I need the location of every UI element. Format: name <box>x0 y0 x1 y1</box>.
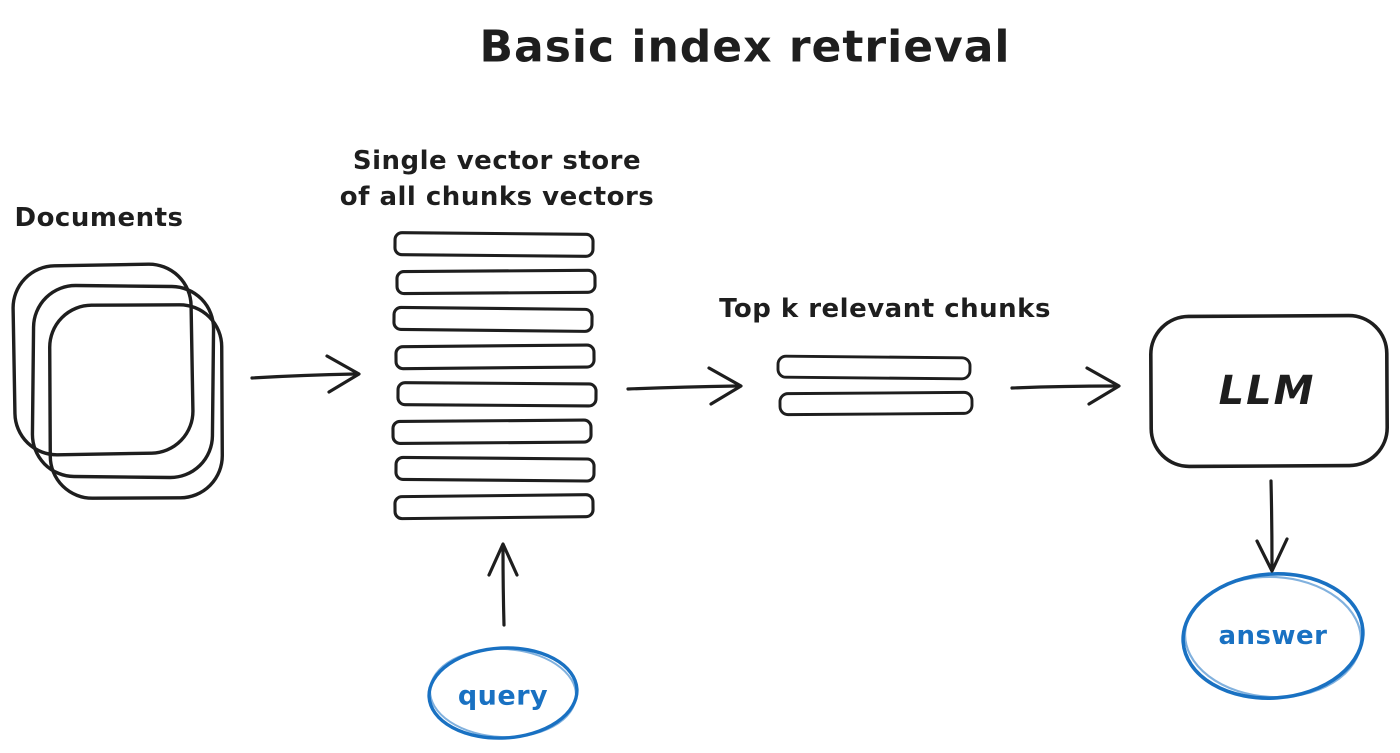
vector-row-icon <box>392 305 594 333</box>
vector-store-label-line2: of all chunks vectors <box>339 182 655 212</box>
document-sheet-icon <box>48 303 224 500</box>
edge-llm-to-answer <box>1255 479 1289 573</box>
vector-row-icon <box>394 455 596 483</box>
top-k-chunks-label: Top k relevant chunks <box>719 294 1051 324</box>
vector-row-icon <box>393 493 595 521</box>
llm-box <box>1149 313 1389 469</box>
query-ellipse <box>427 646 579 740</box>
vector-store-stack <box>391 231 598 521</box>
document-sheet-icon <box>11 262 195 457</box>
answer-label: answer <box>1218 621 1328 651</box>
document-sheet-icon <box>30 283 216 480</box>
vector-store-label-line1: Single vector store <box>352 146 642 176</box>
edge-vector-store-to-top-k <box>626 366 743 406</box>
top-k-chunks-stack <box>776 354 974 417</box>
query-label: query <box>457 680 549 712</box>
edge-documents-to-vector-store <box>250 354 361 394</box>
llm-label: LLM <box>1218 368 1316 414</box>
vector-row-icon <box>393 231 595 258</box>
edge-query-to-vector-store <box>487 542 519 627</box>
documents-label: Documents <box>14 203 184 233</box>
vector-row-icon <box>391 418 593 445</box>
vector-row-icon <box>396 381 598 408</box>
chunk-row-icon <box>776 354 972 381</box>
answer-ellipse <box>1181 572 1365 700</box>
edge-top-k-to-llm <box>1010 366 1121 406</box>
diagram-title: Basic index retrieval <box>479 21 1011 73</box>
vector-row-icon <box>395 268 597 296</box>
chunk-row-icon <box>778 390 974 417</box>
vector-row-icon <box>394 343 596 371</box>
vector-store-label: Single vector store of all chunks vector… <box>340 143 655 215</box>
documents-stack-icon <box>11 262 224 500</box>
